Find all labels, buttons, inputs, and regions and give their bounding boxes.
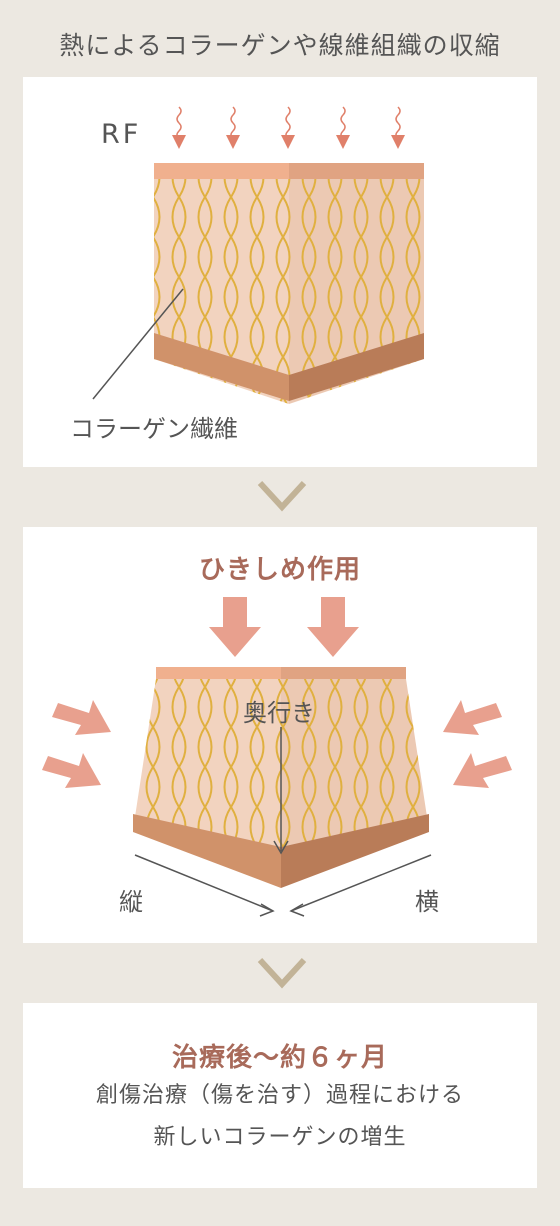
block-top-right (281, 667, 406, 679)
horizontal-label: 横 (415, 888, 439, 916)
vertical-label: 縦 (119, 888, 143, 916)
right-arrow (42, 753, 101, 788)
down-arrow (307, 597, 359, 657)
depth-arrow (273, 727, 289, 855)
rf-wave-arrow (336, 106, 350, 149)
page-title: 熱によるコラーゲンや線維組織の収縮 (59, 31, 501, 60)
tightening-panel: ひきしめ作用 (23, 527, 537, 943)
block-top-left (156, 667, 281, 679)
block-base-right (289, 333, 424, 401)
block-base-left (154, 333, 289, 401)
tightening-heading: ひきしめ作用 (198, 555, 361, 585)
block-base-left (133, 814, 281, 888)
left-arrow (453, 753, 512, 788)
tightening-skin-block (42, 597, 512, 917)
block-top-left (154, 163, 289, 179)
down-arrow (209, 597, 261, 657)
compress-arrows-right (443, 700, 512, 788)
rf-heated-skin-block (92, 106, 424, 404)
heat-rf-panel: RF コラーゲン繊維 (23, 77, 537, 467)
rf-wave-arrow (391, 106, 405, 149)
block-base-right (281, 814, 429, 888)
collagen-fiber-label: コラーゲン繊維 (70, 415, 238, 443)
rf-label: RF (101, 119, 142, 150)
right-arrow (52, 700, 111, 735)
block-top-right (289, 163, 424, 179)
vertical-direction-arrow (134, 854, 275, 917)
left-arrow (443, 700, 502, 735)
rf-wave-arrows (172, 106, 405, 149)
description-line-1: 創傷治療（傷を治す）過程における (95, 1083, 464, 1108)
rf-wave-arrow (172, 106, 186, 149)
chevron-down-icon (257, 480, 307, 512)
rf-wave-arrow (281, 106, 295, 149)
chevron-down-icon (257, 957, 307, 989)
rf-wave-arrow (226, 106, 240, 149)
after-treatment-panel: 治療後～約６ヶ月 創傷治療（傷を治す）過程における 新しいコラーゲンの増生 (23, 1003, 537, 1188)
horizontal-direction-arrow (289, 854, 432, 917)
compress-arrows-left (42, 700, 111, 788)
depth-label: 奥行き (243, 699, 315, 727)
after-treatment-heading: 治療後～約６ヶ月 (171, 1043, 388, 1073)
collagen-mesh (154, 179, 424, 404)
fiber-pointer-line (92, 288, 184, 400)
description-line-2: 新しいコラーゲンの増生 (153, 1125, 407, 1150)
compress-arrows-top (209, 597, 359, 657)
